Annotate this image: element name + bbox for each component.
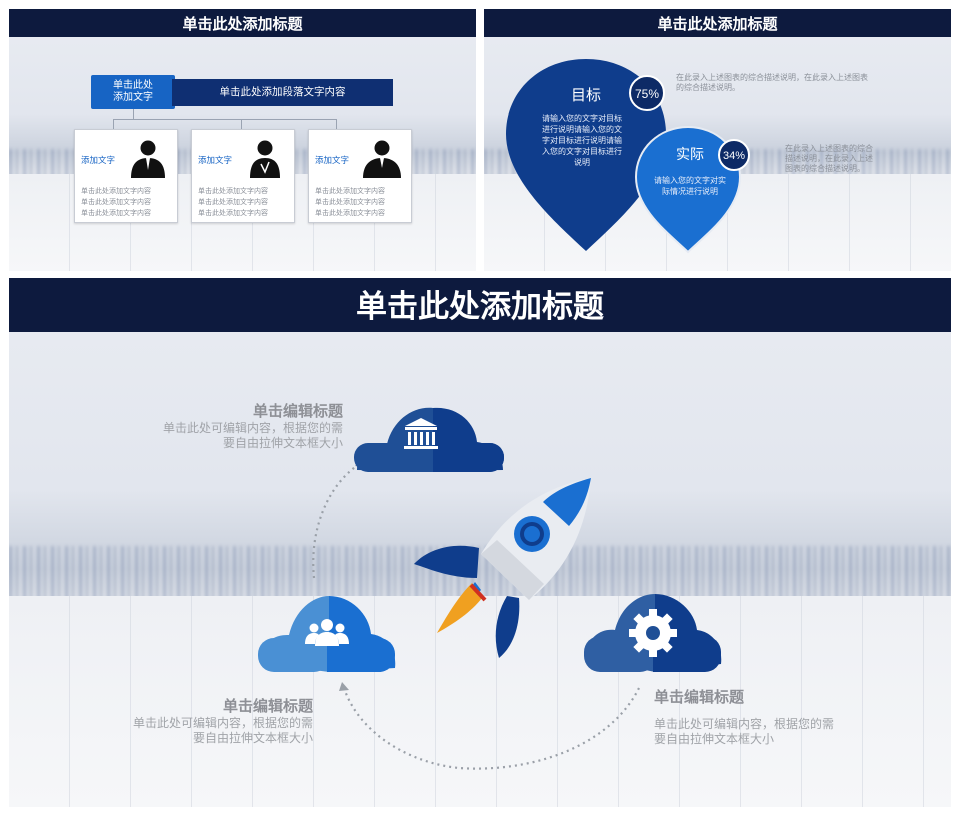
target-percent: 75% <box>635 87 659 101</box>
org-head-banner[interactable]: 单击此处添加段落文字内容 <box>172 79 393 106</box>
chart-description-2[interactable]: 在此录入上述图表的综合 描述说明，在此录入上述 图表的综合描述说明。 <box>785 144 895 174</box>
actual-text-line: 请输入您的文字对实 <box>654 175 726 185</box>
desc-line: 描述说明，在此录入上述 <box>785 154 873 163</box>
person-silhouette-icon <box>250 140 280 178</box>
card-line: 单击此处添加文字内容 <box>315 198 385 206</box>
target-text-line: 请输入您的文字对目标 <box>542 113 622 123</box>
rocket-cycle-diagram <box>258 407 722 770</box>
desc-line: 的综合描述说明。 <box>676 83 740 92</box>
item-desc-top[interactable]: 单击此处可编辑内容，根据您的需 要自由拉伸文本框大小 <box>143 421 343 451</box>
item-heading-top[interactable]: 单击编辑标题 <box>252 402 343 420</box>
actual-percent-badge <box>718 139 750 171</box>
desc-line: 单击此处可编辑内容，根据您的需 <box>162 421 343 435</box>
person-silhouette-icon <box>363 140 401 178</box>
item-desc-right[interactable]: 单击此处可编辑内容，根据您的需 要自由拉伸文本框大小 <box>654 717 874 747</box>
desc-line: 单击此处可编辑内容，根据您的需 <box>132 716 313 730</box>
person-card[interactable]: 添加文字 单击此处添加文字内容 单击此处添加文字内容 单击此处添加文字内容 <box>308 129 412 223</box>
gear-icon <box>629 609 677 657</box>
dotted-arrow-arc <box>312 462 362 579</box>
slide-title[interactable]: 单击此处添加标题 <box>9 278 951 332</box>
org-head-line1: 单击此处 <box>113 80 153 91</box>
card-line: 单击此处添加文字内容 <box>81 187 151 195</box>
connector-line <box>241 119 242 129</box>
target-text-line: 入您的文字对目标进行 <box>542 146 622 156</box>
card-line: 单击此处添加文字内容 <box>81 198 151 206</box>
slide-target-vs-actual[interactable]: 单击此处添加标题 75% 34% 目标 实际 请输入您的文字对目标 进行说明请输… <box>484 9 951 271</box>
org-head-line2: 添加文字 <box>113 92 153 103</box>
card-label: 添加文字 <box>315 156 350 166</box>
actual-label: 实际 <box>676 147 704 163</box>
card-label: 添加文字 <box>198 156 233 166</box>
person-card[interactable]: 添加文字 单击此处添加文字内容 单击此处添加文字内容 单击此处添加文字内容 <box>74 129 178 223</box>
person-card[interactable]: 添加文字 单击此处添加文字内容 单击此处添加文字内容 单击此处添加文字内容 <box>191 129 295 223</box>
arrow-head <box>339 682 349 691</box>
desc-line: 在此录入上述图表的综合描述说明，在此录入上述图表 <box>676 73 868 82</box>
desc-line: 要自由拉伸文本框大小 <box>222 436 343 450</box>
actual-text-line: 际情况进行说明 <box>662 186 718 196</box>
card-line: 单击此处添加文字内容 <box>315 187 385 195</box>
slide-title[interactable]: 单击此处添加标题 <box>9 9 476 37</box>
target-percent-badge <box>629 75 665 111</box>
card-line: 单击此处添加文字内容 <box>198 198 268 206</box>
desc-line: 在此录入上述图表的综合 <box>785 144 873 153</box>
users-icon <box>305 619 349 646</box>
target-label: 目标 <box>571 86 601 104</box>
card-line: 单击此处添加文字内容 <box>81 209 151 217</box>
desc-line: 单击此处可编辑内容，根据您的需 <box>654 717 835 731</box>
teardrop-comparison: 75% 34% 目标 实际 请输入您的文字对目标 进行说明请输入您的文 字对目标… <box>506 59 750 254</box>
connector-line <box>113 119 114 129</box>
desc-line: 要自由拉伸文本框大小 <box>654 732 775 746</box>
slide-rocket-cycle[interactable]: 单击此处添加标题 <box>9 278 951 807</box>
target-text-line: 进行说明请输入您的文 <box>542 124 622 134</box>
target-text-line: 字对目标进行说明请输 <box>542 135 622 145</box>
slide-title[interactable]: 单击此处添加标题 <box>484 9 951 37</box>
person-silhouette-icon <box>131 140 165 178</box>
actual-percent: 34% <box>723 150 745 162</box>
card-line: 单击此处添加文字内容 <box>315 209 385 217</box>
cloud-right <box>584 594 722 672</box>
desc-line: 要自由拉伸文本框大小 <box>192 731 313 745</box>
dotted-arrow-arc <box>342 687 640 770</box>
actual-teardrop <box>634 125 742 254</box>
org-head-box[interactable]: 单击此处 添加文字 <box>91 75 175 109</box>
connector-line <box>133 109 134 119</box>
slide-org-chart[interactable]: 单击此处添加标题 单击此处 添加文字 单击此处添加段落文字内容 添加文字 单击此… <box>9 9 476 271</box>
card-label: 添加文字 <box>81 156 116 166</box>
target-text-line: 说明 <box>574 157 590 167</box>
card-line: 单击此处添加文字内容 <box>198 187 268 195</box>
connector-line <box>336 119 337 129</box>
chart-description-1[interactable]: 在此录入上述图表的综合描述说明，在此录入上述图表 的综合描述说明。 <box>676 73 906 93</box>
item-heading-left[interactable]: 单击编辑标题 <box>222 697 313 715</box>
cloud-left <box>258 596 396 672</box>
card-line: 单击此处添加文字内容 <box>198 209 268 217</box>
target-teardrop <box>506 59 666 251</box>
item-heading-right[interactable]: 单击编辑标题 <box>654 688 745 706</box>
connector-line <box>113 119 337 120</box>
cloud-top <box>354 407 504 472</box>
bank-icon <box>404 418 438 449</box>
item-desc-left[interactable]: 单击此处可编辑内容，根据您的需 要自由拉伸文本框大小 <box>113 716 313 746</box>
floor-background <box>9 596 951 807</box>
desc-line: 图表的综合描述说明。 <box>785 164 865 173</box>
rocket-illustration <box>414 478 591 658</box>
